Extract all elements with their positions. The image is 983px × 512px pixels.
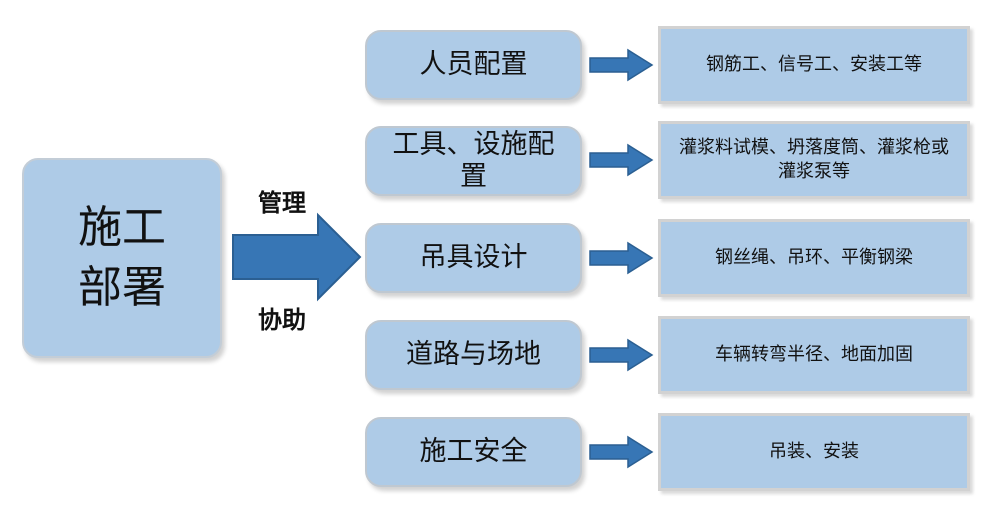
arrow-5 <box>589 435 654 469</box>
detail-road-site: 车辆转弯半径、地面加固 <box>658 316 970 394</box>
main-node: 施工部署 <box>22 158 222 358</box>
category-personnel: 人员配置 <box>365 30 582 100</box>
category-tools-facilities: 工具、设施配置 <box>365 126 582 196</box>
arrow-2 <box>589 143 654 177</box>
connector-label-assist: 协助 <box>258 306 306 334</box>
connector-label-manage: 管理 <box>258 189 306 217</box>
category-rigging-design: 吊具设计 <box>365 223 582 293</box>
main-arrow <box>232 212 362 302</box>
detail-construction-safety: 吊装、安装 <box>658 413 970 491</box>
arrow-3 <box>589 241 654 275</box>
detail-tools-facilities: 灌浆料试模、坍落度筒、灌浆枪或灌浆泵等 <box>658 121 970 199</box>
arrow-4 <box>589 338 654 372</box>
category-road-site: 道路与场地 <box>365 320 582 390</box>
detail-personnel: 钢筋工、信号工、安装工等 <box>658 26 970 104</box>
main-node-label: 施工部署 <box>78 202 166 313</box>
category-construction-safety: 施工安全 <box>365 417 582 487</box>
arrow-1 <box>589 48 654 82</box>
detail-rigging-design: 钢丝绳、吊环、平衡钢梁 <box>658 219 970 297</box>
